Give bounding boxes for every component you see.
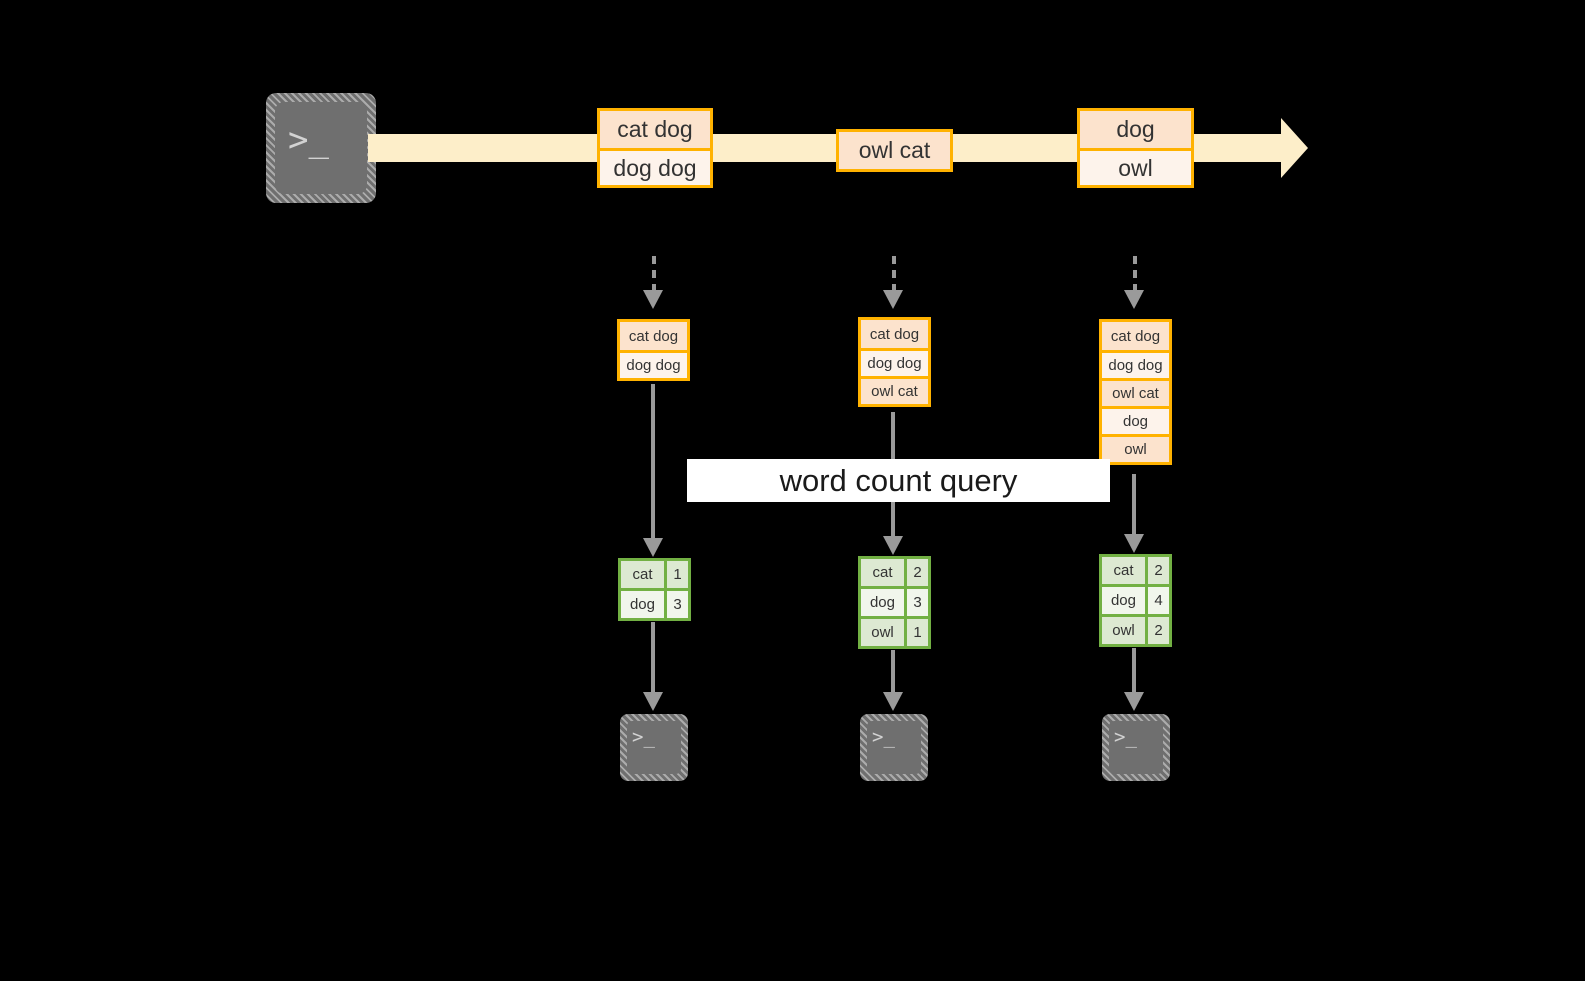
result-count: 4 [1144, 587, 1169, 614]
stream-batch-3: dog owl [1077, 108, 1194, 188]
result-word: owl [861, 619, 904, 646]
result-count: 2 [1144, 557, 1169, 584]
stream-batch-2: owl cat [836, 129, 953, 172]
result-to-sink-arrowhead [643, 692, 663, 711]
stream-to-accumulated-arrowhead [883, 290, 903, 309]
result-count: 2 [903, 559, 928, 586]
accumulated-to-result-arrowhead [1124, 534, 1144, 553]
query-banner-label: word count query [779, 462, 1018, 498]
stream-batch-line: owl [1080, 148, 1191, 185]
table-row: owl 2 [1102, 614, 1169, 644]
terminal-body [1109, 721, 1163, 774]
result-count: 2 [1144, 617, 1169, 644]
terminal-prompt-glyph: >_ [1114, 726, 1137, 748]
sink-terminal-icon-2: >_ [860, 714, 928, 781]
stream-to-accumulated-arrowhead [643, 290, 663, 309]
stream-batch-line: cat dog [600, 111, 710, 148]
source-terminal-icon: >_ [266, 93, 376, 203]
result-word: cat [861, 559, 904, 586]
accumulated-batch-3: cat dog dog dog owl cat dog owl [1099, 319, 1172, 465]
stream-batch-1: cat dog dog dog [597, 108, 713, 188]
sink-terminal-icon-1: >_ [620, 714, 688, 781]
terminal-body [867, 721, 921, 774]
stream-to-accumulated-arrowhead [1124, 290, 1144, 309]
result-count: 3 [663, 591, 688, 618]
accumulated-line: owl [1102, 434, 1169, 462]
result-table-2: cat 2 dog 3 owl 1 [858, 556, 931, 649]
table-row: owl 1 [861, 616, 928, 646]
result-word: dog [1102, 587, 1145, 614]
stream-batch-line: dog dog [600, 148, 710, 185]
result-to-sink-connector [1132, 648, 1136, 694]
accumulated-to-result-arrowhead [643, 538, 663, 557]
terminal-body [275, 102, 367, 194]
query-banner: word count query [687, 459, 1110, 502]
result-word: cat [621, 561, 664, 588]
result-word: owl [1102, 617, 1145, 644]
terminal-prompt-glyph: >_ [632, 726, 655, 748]
result-to-sink-connector [891, 650, 895, 694]
result-to-sink-connector [651, 622, 655, 694]
accumulated-to-result-connector [1132, 474, 1136, 536]
accumulated-line: dog dog [1102, 350, 1169, 378]
result-count: 1 [663, 561, 688, 588]
result-word: cat [1102, 557, 1145, 584]
accumulated-to-result-arrowhead [883, 536, 903, 555]
result-to-sink-arrowhead [1124, 692, 1144, 711]
table-row: cat 2 [1102, 557, 1169, 584]
stream-batch-line: owl cat [839, 132, 950, 169]
accumulated-line: owl cat [1102, 378, 1169, 406]
table-row: dog 3 [861, 586, 928, 616]
accumulated-line: cat dog [620, 322, 687, 350]
result-table-1: cat 1 dog 3 [618, 558, 691, 621]
table-row: dog 4 [1102, 584, 1169, 614]
accumulated-batch-1: cat dog dog dog [617, 319, 690, 381]
result-word: dog [861, 589, 904, 616]
result-table-3: cat 2 dog 4 owl 2 [1099, 554, 1172, 647]
stream-arrow-head [1281, 118, 1308, 178]
result-count: 1 [903, 619, 928, 646]
accumulated-line: dog dog [620, 350, 687, 378]
accumulated-to-result-connector [651, 384, 655, 540]
terminal-body [627, 721, 681, 774]
result-word: dog [621, 591, 664, 618]
terminal-prompt-glyph: >_ [288, 120, 329, 160]
terminal-prompt-glyph: >_ [872, 726, 895, 748]
result-count: 3 [903, 589, 928, 616]
table-row: cat 2 [861, 559, 928, 586]
table-row: cat 1 [621, 561, 688, 588]
accumulated-line: dog dog [861, 348, 928, 376]
accumulated-batch-2: cat dog dog dog owl cat [858, 317, 931, 407]
accumulated-line: cat dog [861, 320, 928, 348]
accumulated-line: owl cat [861, 376, 928, 404]
stream-to-accumulated-connector [892, 256, 896, 292]
sink-terminal-icon-3: >_ [1102, 714, 1170, 781]
table-row: dog 3 [621, 588, 688, 618]
result-to-sink-arrowhead [883, 692, 903, 711]
accumulated-line: cat dog [1102, 322, 1169, 350]
stream-batch-line: dog [1080, 111, 1191, 148]
stream-to-accumulated-connector [652, 256, 656, 292]
accumulated-line: dog [1102, 406, 1169, 434]
stream-to-accumulated-connector [1133, 256, 1137, 292]
